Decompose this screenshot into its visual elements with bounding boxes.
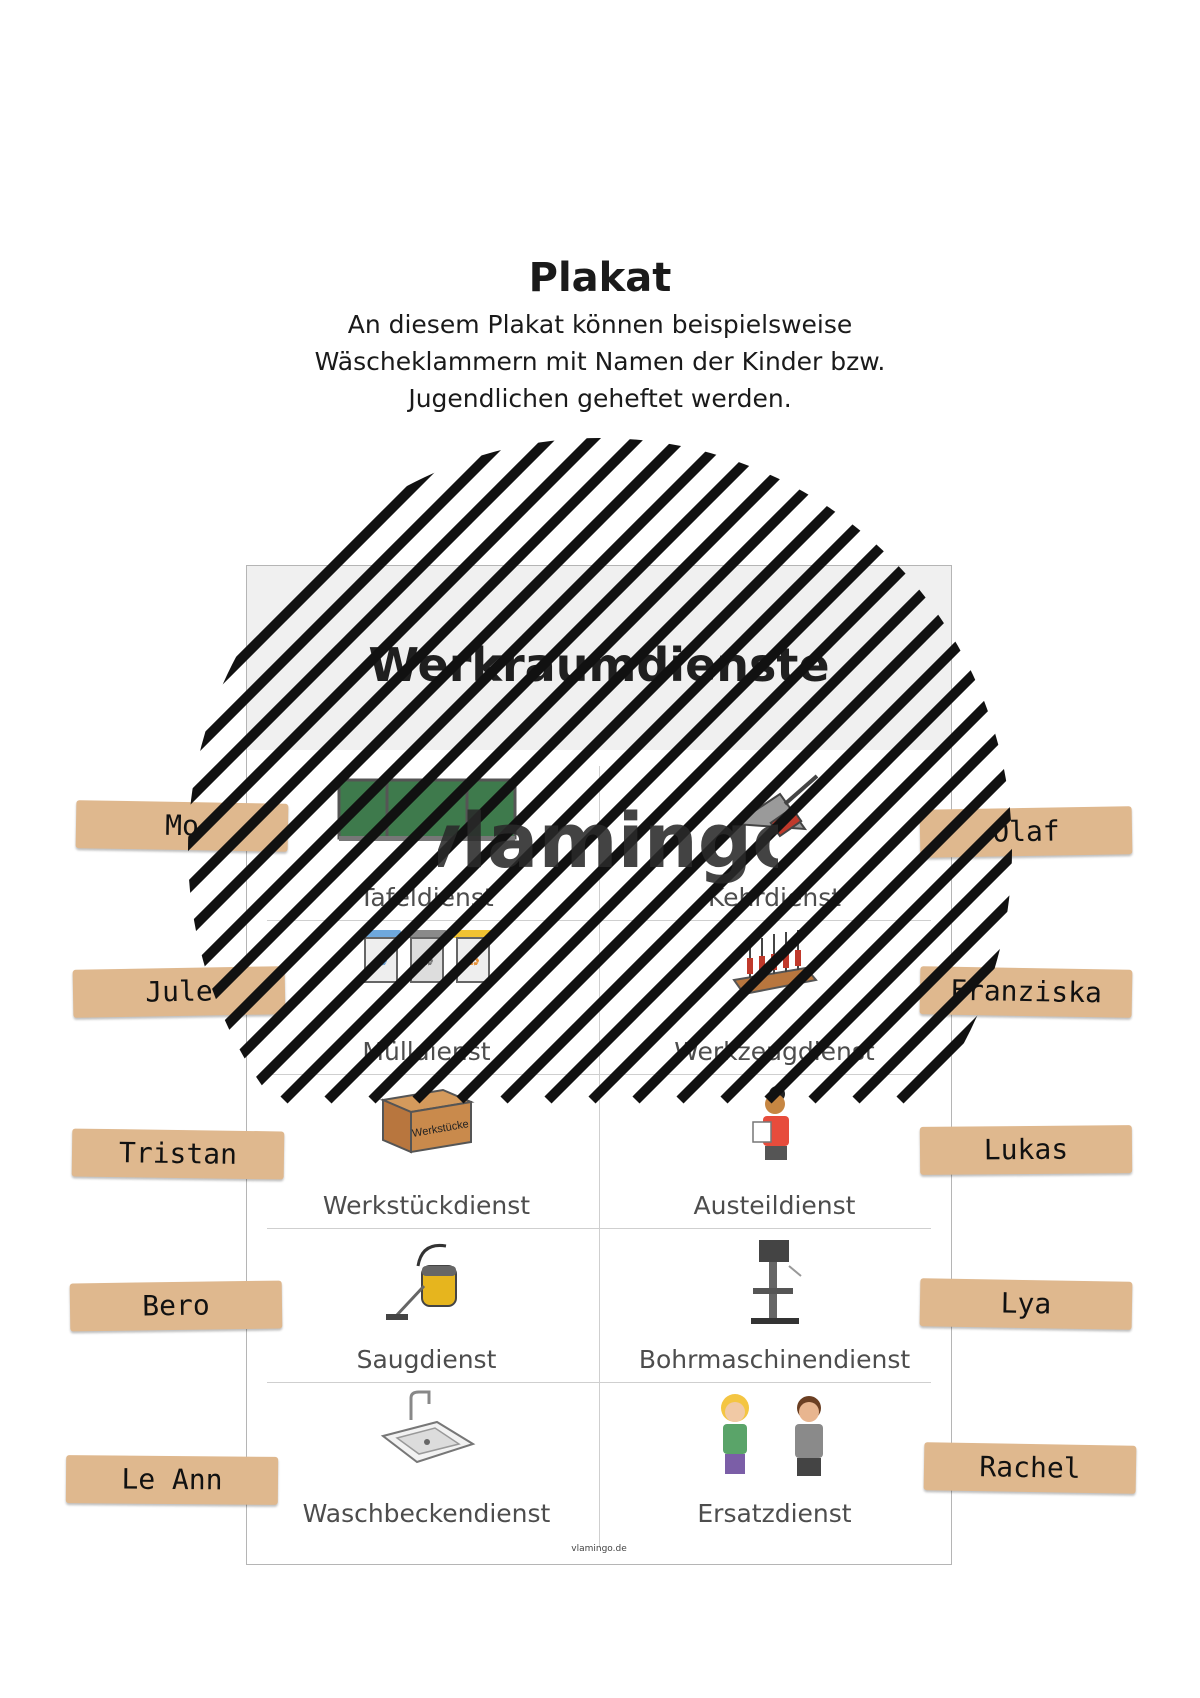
- subtitle-line: Wäscheklammern mit Namen der Kinder bzw.: [314, 347, 886, 376]
- stripe: [1120, 0, 1200, 1100]
- svg-text:♻: ♻: [419, 951, 433, 970]
- name-tag-right: Lya: [919, 1278, 1133, 1330]
- wooden-crate-icon: Werkstücke: [378, 1088, 475, 1154]
- grid-divider: [267, 1382, 931, 1383]
- name-tag-right: Lukas: [919, 1125, 1133, 1175]
- stripe: [1164, 0, 1200, 1100]
- poster-title: Werkraumdienste: [368, 638, 830, 692]
- stripe: [984, 438, 1012, 1104]
- watermark-text: vlamingo: [438, 796, 778, 885]
- name-tag-left: Tristan: [71, 1128, 285, 1180]
- poster-footer: vlamingo.de: [571, 1544, 627, 1554]
- duty-label: Waschbeckendienst: [302, 1499, 551, 1528]
- page-header: Plakat An diesem Plakat können beispiels…: [0, 250, 1200, 417]
- name-tag-left: Mo: [75, 800, 289, 852]
- subtitle-line: An diesem Plakat können beispielsweise: [347, 310, 853, 339]
- duty-cell-muelldienst: ♻ ♻ ♻ Mülldienst: [259, 920, 594, 1074]
- duty-poster: Werkraumdienste Tafeldienst Kehrdienst: [246, 565, 952, 1565]
- drill-press-icon: [750, 1240, 802, 1324]
- vacuum-cleaner-icon: [385, 1243, 457, 1320]
- duty-cell-bohrmaschinendienst: Bohrmaschinendienst: [607, 1228, 942, 1382]
- name-tag-right: Franziska: [919, 966, 1133, 1018]
- page-subtitle: An diesem Plakat können beispielsweise W…: [0, 306, 1200, 417]
- vlamingo-watermark-logo: vlamingo: [438, 796, 778, 885]
- sink-icon: [380, 1390, 475, 1464]
- name-tag-right: Rachel: [923, 1442, 1137, 1494]
- duty-cell-werkzeugdienst: Werkzeugdienst: [607, 920, 942, 1074]
- duty-cell-ersatzdienst: Ersatzdienst: [607, 1382, 942, 1536]
- page-title: Plakat: [528, 255, 672, 301]
- girl-with-papers-icon: [751, 1086, 789, 1160]
- tool-rack-icon: [731, 930, 818, 996]
- duty-label: Tafeldienst: [359, 883, 494, 912]
- subtitle-line: Jugendlichen geheftet werden.: [408, 384, 792, 413]
- grid-divider-vertical: [599, 766, 600, 1548]
- name-tag-left: Le Ann: [65, 1455, 279, 1505]
- duty-cell-saugdienst: Saugdienst: [259, 1228, 594, 1382]
- duty-label: Mülldienst: [362, 1037, 491, 1066]
- stripe: [940, 438, 1012, 1104]
- duty-label: Werkstückdienst: [322, 1191, 531, 1220]
- svg-text:♻: ♻: [465, 951, 479, 970]
- duty-cell-austeildienst: Austeildienst: [607, 1074, 942, 1228]
- stripe: [1032, 0, 1200, 1100]
- two-kids-thumbs-up-icon: [720, 1394, 823, 1476]
- recycling-bins-icon: ♻ ♻ ♻: [360, 930, 493, 983]
- stripe: [1076, 0, 1200, 1100]
- duty-cell-waschbeckendienst: Waschbeckendienst: [259, 1382, 594, 1536]
- duty-label: Werkzeugdienst: [674, 1037, 875, 1066]
- grid-divider: [267, 1228, 931, 1229]
- duty-label: Austeildienst: [693, 1191, 856, 1220]
- duty-cell-werkstueckdienst: Werkstücke Werkstückdienst: [259, 1074, 594, 1228]
- duty-label: Kehrdienst: [707, 883, 842, 912]
- poster-header-band: Werkraumdienste: [247, 566, 951, 750]
- name-tag-right: Olaf: [919, 806, 1133, 858]
- name-tag-left: Bero: [69, 1280, 283, 1332]
- duty-label: Bohrmaschinendienst: [638, 1345, 911, 1374]
- name-tag-left: Jule: [72, 966, 286, 1018]
- svg-text:♻: ♻: [373, 951, 387, 970]
- duty-label: Ersatzdienst: [697, 1499, 852, 1528]
- duty-label: Saugdienst: [356, 1345, 497, 1374]
